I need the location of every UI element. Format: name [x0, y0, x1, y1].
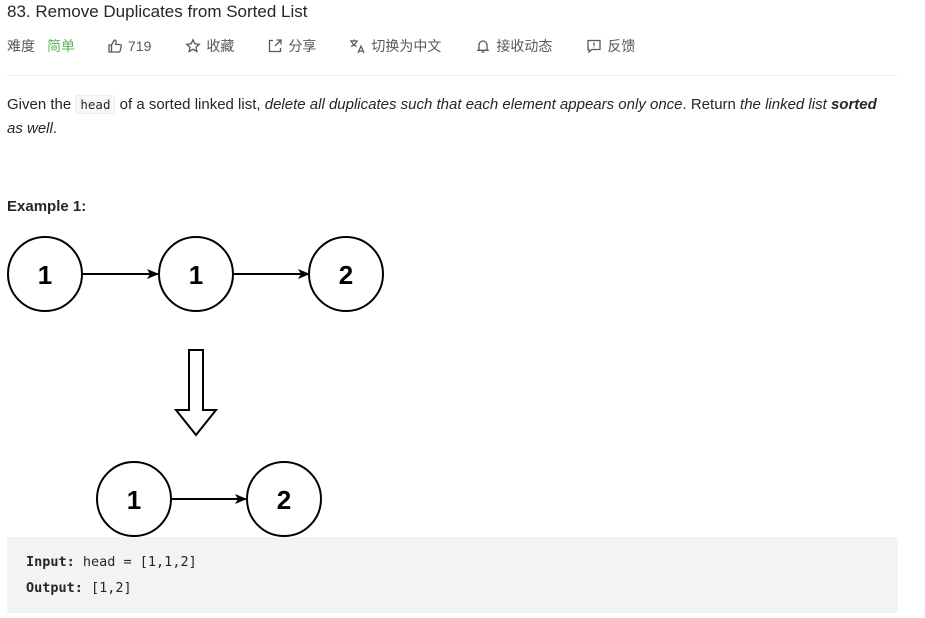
difficulty-label: 难度	[7, 38, 35, 54]
node-before-1-value: 1	[38, 260, 52, 290]
node-after-2	[246, 461, 322, 537]
star-icon	[185, 38, 202, 53]
desc-italic-3: as well	[7, 120, 53, 137]
node-before-2-value: 1	[189, 260, 203, 290]
bell-icon	[477, 40, 490, 53]
like-count: 719	[128, 38, 152, 54]
favorite-label: 收藏	[206, 38, 235, 54]
desc-bold-sorted: sorted	[830, 96, 877, 113]
node-after-1-value: 1	[127, 485, 141, 515]
desc-text-3: . Return	[682, 96, 741, 113]
example-code-block: Input: head = [1,1,2] Output: [1,2]	[7, 537, 898, 613]
notify-label: 接收动态	[496, 38, 553, 54]
feedback-icon	[587, 39, 602, 54]
difficulty-value: 简单	[47, 38, 75, 54]
inline-code-head: head	[75, 95, 116, 114]
problem-toolbar: 难度 简单 719 收藏 分享 切换为中文 接收动态	[7, 36, 635, 56]
feedback-label: 反馈	[607, 38, 636, 54]
share-icon	[269, 39, 283, 53]
notify-button[interactable]: 接收动态	[475, 36, 552, 56]
example-input-label: Input:	[26, 554, 75, 570]
node-before-3-value: 2	[339, 260, 353, 290]
desc-italic-1: delete all duplicates such that each ele…	[264, 96, 683, 113]
translate-label: 切换为中文	[371, 38, 442, 54]
share-button[interactable]: 分享	[267, 36, 316, 56]
problem-title: 83. Remove Duplicates from Sorted List	[7, 2, 308, 21]
translate-icon	[350, 39, 365, 54]
linked-list-diagram: 1 1 2 1 2	[7, 236, 384, 537]
translate-button[interactable]: 切换为中文	[349, 36, 441, 56]
example-output-label: Output:	[26, 580, 83, 596]
header-divider	[7, 75, 898, 76]
example-title: Example 1:	[7, 198, 87, 215]
desc-text-4: .	[52, 120, 58, 137]
desc-italic-2: the linked list	[740, 96, 831, 113]
desc-text-1: Given the	[7, 96, 76, 113]
thumbs-up-icon	[108, 39, 122, 53]
feedback-button[interactable]: 反馈	[586, 36, 635, 56]
desc-text-2: of a sorted linked list,	[115, 96, 265, 113]
example-input-value: head = [1,1,2]	[74, 554, 197, 570]
transform-down-arrow	[173, 349, 219, 437]
like-button[interactable]: 719	[107, 38, 151, 54]
share-label: 分享	[288, 38, 317, 54]
problem-description: Given the head of a sorted linked list, …	[7, 93, 887, 141]
example-output-line: Output: [1,2]	[26, 580, 132, 596]
example-output-value: [1,2]	[82, 580, 132, 596]
example-input-line: Input: head = [1,1,2]	[26, 554, 197, 570]
node-before-3	[308, 236, 384, 312]
favorite-button[interactable]: 收藏	[185, 36, 234, 56]
node-after-2-value: 2	[277, 485, 291, 515]
